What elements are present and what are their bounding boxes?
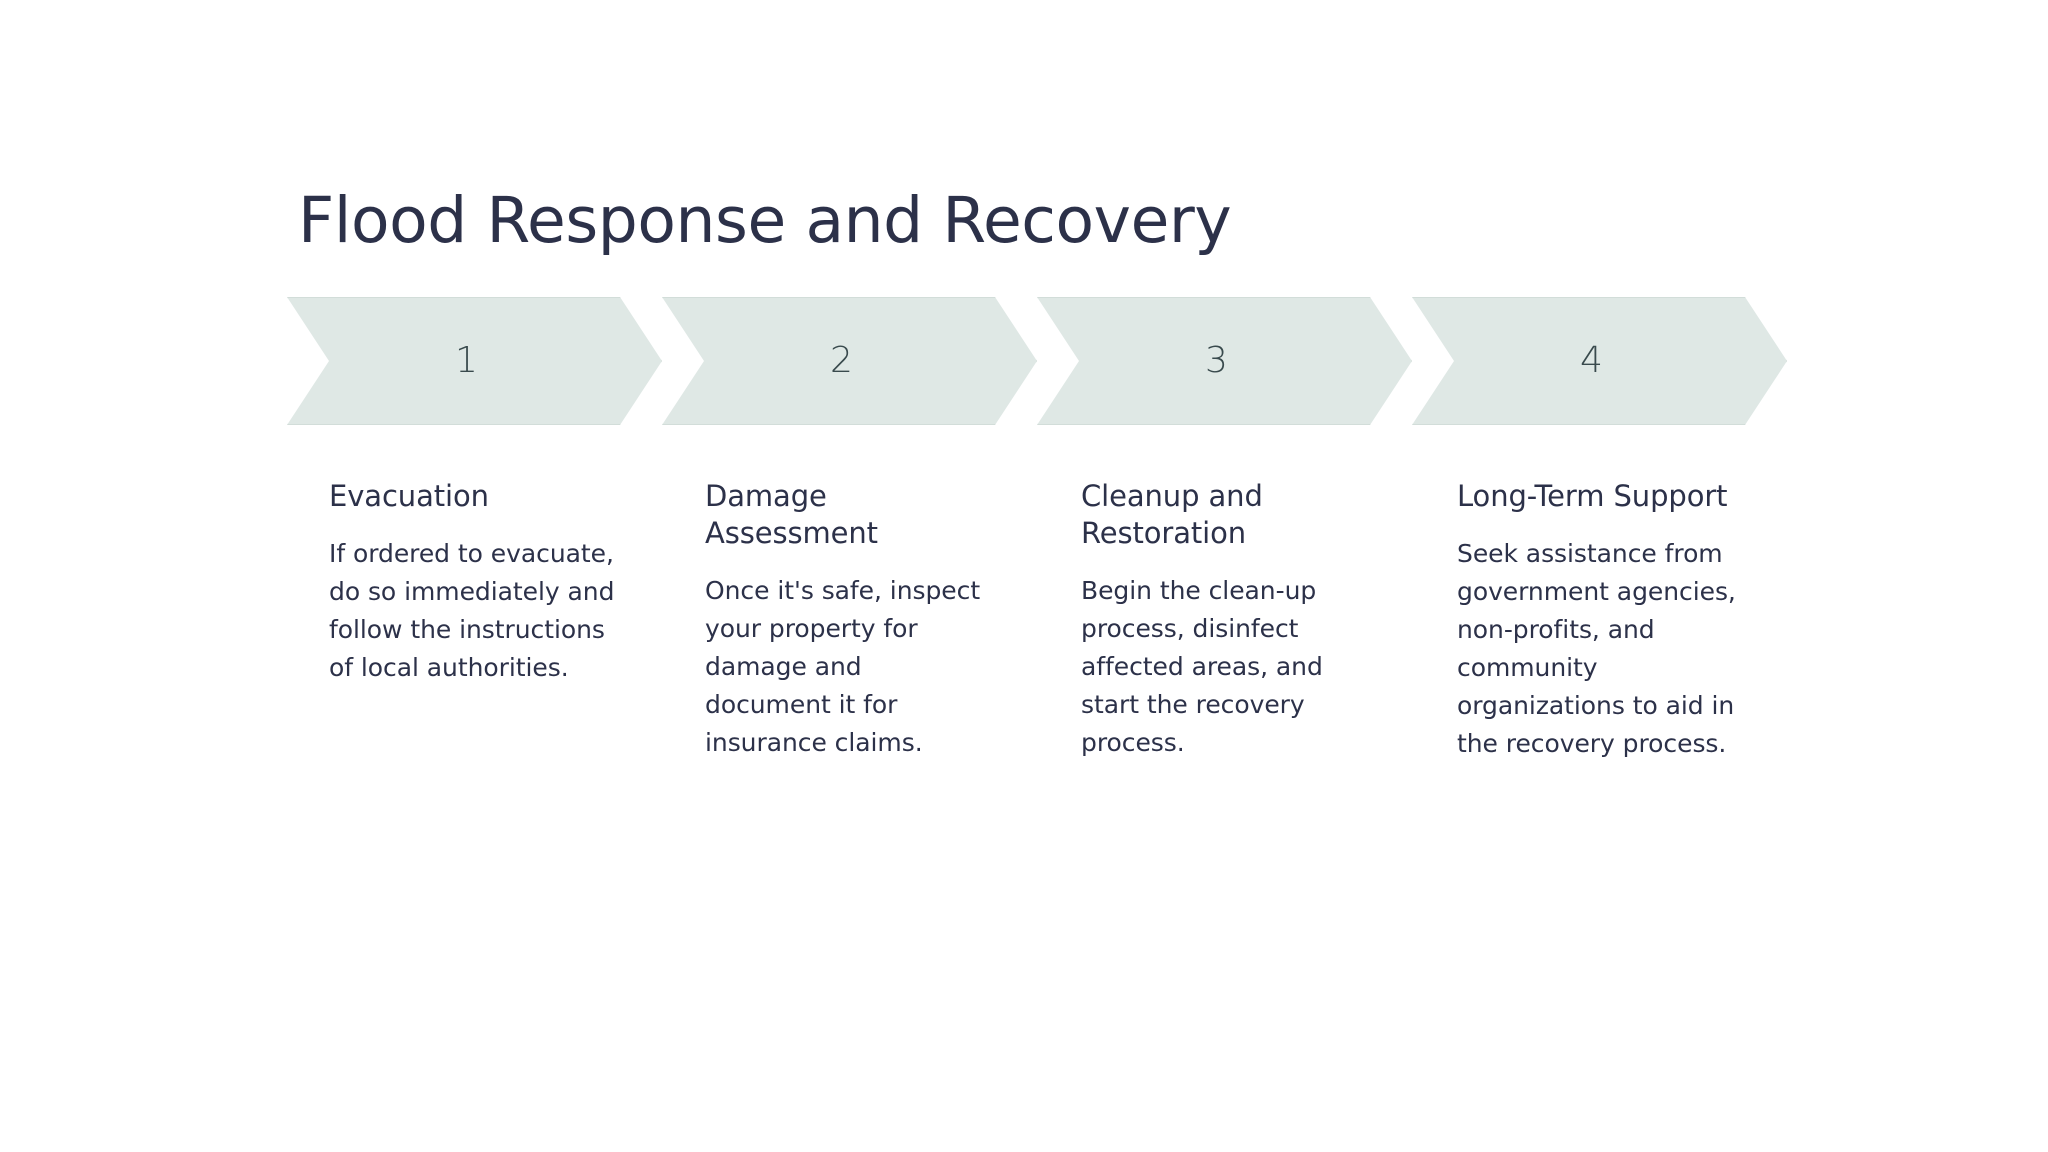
process-step-chevron-4[interactable]: 4 <box>1412 297 1787 425</box>
step-heading-1: Evacuation <box>329 479 489 513</box>
process-step-columns: Evacuation If ordered to evacuate, do so… <box>329 478 1859 763</box>
process-step-chevron-1[interactable]: 1 <box>287 297 662 425</box>
process-step-chevron-3[interactable]: 3 <box>1037 297 1412 425</box>
step-number-1: 1 <box>455 340 478 381</box>
step-body-3: Begin the clean-up process, disinfect af… <box>1081 576 1323 758</box>
process-step-chevron-2[interactable]: 2 <box>662 297 1037 425</box>
process-step-column-3: Cleanup and Restoration Begin the clean-… <box>1081 478 1371 763</box>
step-body-4: Seek assistance from government agencies… <box>1457 539 1736 759</box>
step-body-1: If ordered to evacuate, do so immediatel… <box>329 539 615 683</box>
process-chevron-band: 1 2 3 4 <box>287 297 1787 425</box>
step-number-3: 3 <box>1205 340 1228 381</box>
step-number-4: 4 <box>1580 340 1603 381</box>
step-heading-2: Damage Assessment <box>705 479 878 551</box>
step-heading-3: Cleanup and Restoration <box>1081 479 1263 551</box>
process-step-column-2: Damage Assessment Once it's safe, inspec… <box>705 478 995 763</box>
step-body-2: Once it's safe, inspect your property fo… <box>705 576 981 758</box>
process-step-column-1: Evacuation If ordered to evacuate, do so… <box>329 478 619 763</box>
step-heading-4: Long-Term Support <box>1457 479 1728 513</box>
process-step-column-4: Long-Term Support Seek assistance from g… <box>1457 478 1747 763</box>
step-number-2: 2 <box>830 340 853 381</box>
page-title: Flood Response and Recovery <box>298 184 1232 258</box>
